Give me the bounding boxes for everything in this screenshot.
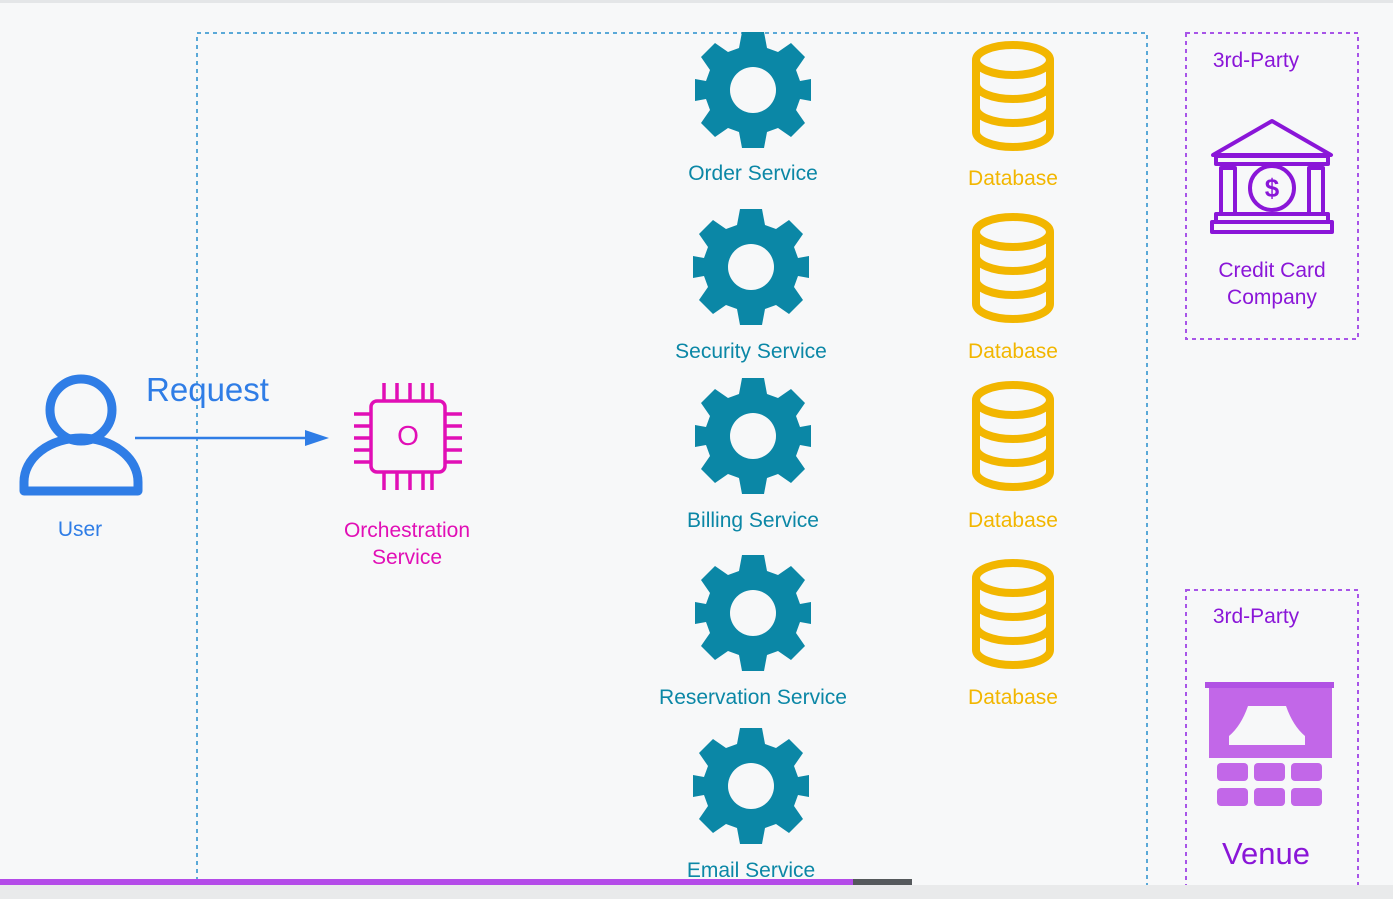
venue-label: Venue: [1222, 836, 1310, 871]
bank-icon: [1210, 119, 1334, 234]
dollar-symbol: $: [1264, 173, 1280, 203]
credit-third-party-tag: 3rd-Party: [1212, 49, 1300, 72]
email-service-gear-icon: [693, 728, 809, 844]
billing-database-icon: [976, 385, 1050, 487]
credit-card-label-line1: Credit Card: [1218, 259, 1326, 282]
user-label: User: [57, 518, 103, 541]
request-label: Request: [146, 371, 269, 408]
player-bottom-strip: [0, 885, 1393, 899]
venue-third-party-tag: 3rd-Party: [1212, 605, 1300, 628]
credit-card-company-boundary: [1185, 32, 1359, 340]
billing-service-gear-icon: [695, 378, 811, 494]
orchestration-label-line1: Orchestration: [343, 519, 471, 542]
credit-card-label-line2: Company: [1227, 286, 1317, 309]
video-progress-bar[interactable]: [0, 879, 912, 885]
reservation-database-icon: [976, 563, 1050, 665]
security-database-icon: [976, 217, 1050, 319]
billing-database-label: Database: [968, 509, 1058, 532]
request-arrow: [135, 430, 329, 446]
email-service-label: Email Service: [686, 859, 816, 882]
order-database-icon: [976, 45, 1050, 147]
orchestration-chip-icon: [354, 383, 462, 490]
system-boundary: [196, 32, 1148, 899]
venue-theater-icon: [1205, 682, 1334, 806]
reservation-service-label: Reservation Service: [659, 686, 847, 709]
security-database-label: Database: [968, 340, 1058, 363]
security-service-label: Security Service: [675, 340, 827, 363]
video-progress-fill: [0, 879, 853, 885]
reservation-database-label: Database: [968, 686, 1058, 709]
top-edge: [0, 0, 1393, 3]
order-service-gear-icon: [695, 32, 811, 148]
security-service-gear-icon: [693, 209, 809, 325]
user-icon: [19, 374, 143, 496]
billing-service-label: Billing Service: [687, 509, 819, 532]
chip-glyph: O: [397, 420, 419, 451]
orchestration-label-line2: Service: [371, 546, 443, 569]
order-database-label: Database: [968, 167, 1058, 190]
order-service-label: Order Service: [688, 162, 818, 185]
reservation-service-gear-icon: [695, 555, 811, 671]
